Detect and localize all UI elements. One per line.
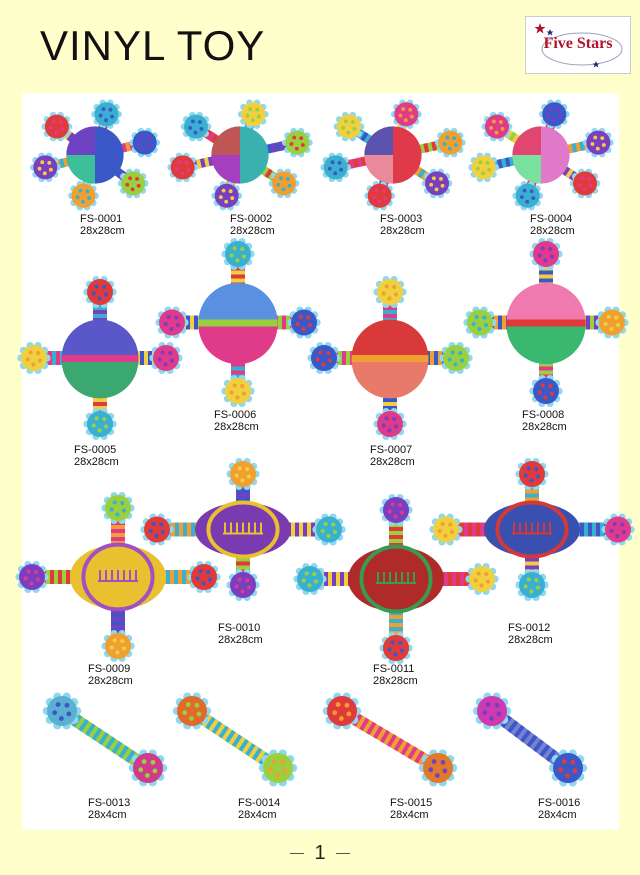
product-size: 28x4cm <box>390 809 429 821</box>
logo-emblem-icon <box>534 23 623 68</box>
product-size: 28x28cm <box>530 225 575 237</box>
product-code: FS-0016 <box>538 797 581 809</box>
product-image <box>29 99 161 211</box>
product-image <box>140 457 346 602</box>
product-code: FS-0005 <box>74 444 117 456</box>
product-code: FS-0006 <box>214 409 257 421</box>
product-image <box>165 99 315 211</box>
toy-illustration <box>472 692 588 787</box>
product-code: FS-0004 <box>530 213 573 225</box>
logo-text: Five Stars <box>543 35 613 52</box>
toy-illustration <box>155 237 321 408</box>
product-size: 28x28cm <box>80 225 125 237</box>
product-image <box>466 99 616 211</box>
product-size: 28x28cm <box>370 456 415 468</box>
page-number: 1 <box>0 842 640 865</box>
product-code: FS-0001 <box>80 213 123 225</box>
toy-illustration <box>140 457 346 602</box>
dash-left <box>290 853 305 855</box>
product-code: FS-0013 <box>88 797 131 809</box>
product-image <box>320 692 460 788</box>
product-size: 28x28cm <box>522 421 567 433</box>
product-code: FS-0015 <box>390 797 433 809</box>
product-image <box>307 275 473 441</box>
product-size: 28x28cm <box>230 225 275 237</box>
product-code: FS-0011 <box>373 663 415 675</box>
product-size: 28x28cm <box>218 634 263 646</box>
toy-illustration <box>29 99 161 211</box>
toy-illustration <box>17 275 183 441</box>
product-size: 28x28cm <box>214 421 259 433</box>
product-image <box>470 692 590 788</box>
toy-illustration <box>322 692 458 787</box>
product-image <box>40 692 170 788</box>
product-code: FS-0010 <box>218 622 261 634</box>
product-image <box>155 237 321 408</box>
product-code: FS-0003 <box>380 213 423 225</box>
toy-illustration <box>15 491 221 663</box>
product-size: 28x28cm <box>74 456 119 468</box>
product-code: FS-0009 <box>88 663 131 675</box>
product-image <box>293 493 499 665</box>
product-size: 28x4cm <box>538 809 577 821</box>
toy-illustration <box>167 99 313 211</box>
product-code: FS-0008 <box>522 409 565 421</box>
page-title: VINYL TOY <box>40 22 266 69</box>
toy-illustration <box>468 99 614 211</box>
product-size: 28x28cm <box>373 675 418 687</box>
toy-illustration <box>429 457 635 602</box>
catalog-panel <box>22 93 619 830</box>
toy-illustration <box>42 692 168 787</box>
product-image <box>429 457 635 602</box>
toy-illustration <box>172 692 298 787</box>
product-code: FS-0014 <box>238 797 281 809</box>
toy-illustration <box>307 275 473 441</box>
page-number-value: 1 <box>314 842 326 864</box>
product-image <box>463 237 629 408</box>
product-size: 28x4cm <box>238 809 277 821</box>
product-size: 28x28cm <box>88 675 133 687</box>
product-size: 28x4cm <box>88 809 127 821</box>
product-image <box>17 275 183 441</box>
dash-right <box>335 853 350 855</box>
product-image <box>318 99 468 211</box>
product-code: FS-0007 <box>370 444 413 456</box>
toy-illustration <box>463 237 629 408</box>
toy-illustration <box>293 493 499 665</box>
product-code: FS-0002 <box>230 213 273 225</box>
product-size: 28x28cm <box>508 634 553 646</box>
product-size: 28x28cm <box>380 225 425 237</box>
five-stars-logo: Five Stars <box>525 16 631 74</box>
product-image <box>170 692 300 788</box>
product-image <box>15 491 221 663</box>
toy-illustration <box>320 99 466 211</box>
product-code: FS-0012 <box>508 622 551 634</box>
